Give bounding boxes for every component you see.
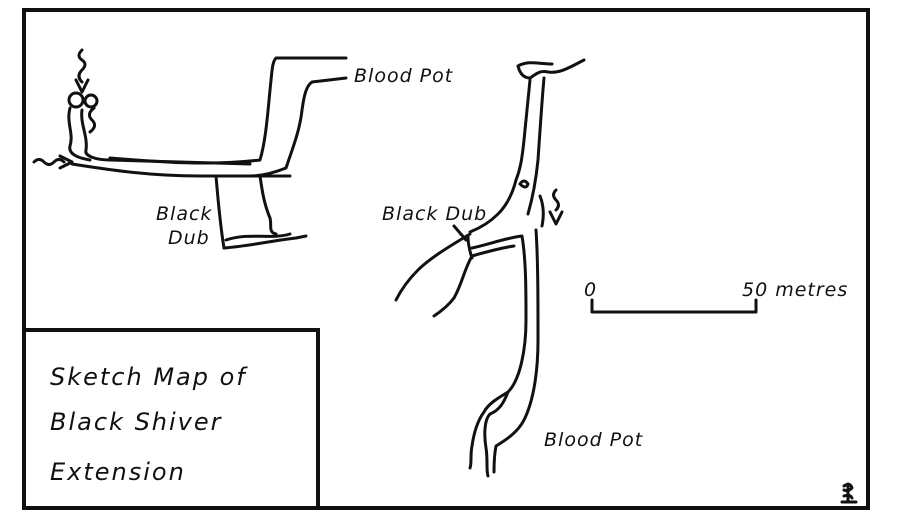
label-blood-pot-top: Blood Pot	[354, 65, 454, 87]
black-dub-loop-bottom	[222, 234, 308, 250]
black-dub-left-lower	[432, 254, 474, 318]
entrance-passage-left	[67, 106, 92, 162]
title-line-3: Extension	[50, 458, 186, 486]
label-blood-pot-bottom: Blood Pot	[544, 429, 644, 451]
right-inlet-squiggle	[552, 188, 560, 212]
scale-bar: 0 50 metres	[584, 279, 848, 314]
title-line-2: Black Shiver	[50, 408, 223, 436]
left-inset-passages	[32, 48, 348, 250]
scale-bar-line	[590, 298, 758, 314]
main-stream-left-wall	[468, 78, 532, 234]
entrance-arrow-squiggle	[77, 48, 87, 84]
shaft-circle-2	[83, 93, 99, 109]
main-passage-inner-wall	[248, 76, 348, 178]
right-inlet-arrow-head	[548, 210, 564, 226]
black-dub-left-upper	[394, 232, 472, 302]
scale-bar-end-label: 50 metres	[742, 279, 848, 301]
shaft-squiggle	[87, 106, 97, 134]
black-dub-loop-left	[214, 174, 226, 250]
draughtsman-mark-glyph	[840, 482, 858, 504]
main-channel-left-wall	[470, 234, 528, 478]
lower-left-branch	[468, 390, 510, 470]
main-channel-inner-left	[470, 244, 516, 258]
upper-junction-loop	[518, 179, 530, 189]
top-chamber-outline	[516, 58, 586, 80]
label-black-dub-right: Black Dub	[382, 203, 487, 225]
black-dub-loop-inner	[224, 232, 292, 242]
main-stream-right-wall	[526, 76, 546, 216]
entrance-passage-right	[80, 108, 252, 166]
scale-bar-start-label: 0	[584, 279, 597, 301]
main-passage-upper-wall	[108, 56, 348, 165]
right-inlet-passage	[538, 194, 545, 228]
shaft-circle-1	[67, 91, 85, 109]
map-border	[22, 8, 870, 510]
label-black-dub-left-line2: Dub	[168, 227, 210, 249]
draughtsman-mark	[840, 482, 858, 504]
main-channel-right-wall	[492, 228, 540, 474]
black-dub-branch-right	[258, 174, 278, 236]
inflow-arrow-squiggle	[32, 158, 66, 166]
title-block: Sketch Map of Black Shiver Extension	[50, 363, 248, 486]
inflow-arrow-head	[58, 154, 74, 170]
title-box-border	[22, 328, 320, 510]
label-black-dub-left-line1: Black	[156, 203, 212, 225]
right-main-passages	[394, 58, 586, 478]
main-passage-lower-wall	[70, 162, 292, 178]
black-dub-pointer	[452, 224, 468, 242]
entrance-arrow-head	[74, 78, 90, 94]
title-line-1: Sketch Map of	[50, 363, 248, 391]
